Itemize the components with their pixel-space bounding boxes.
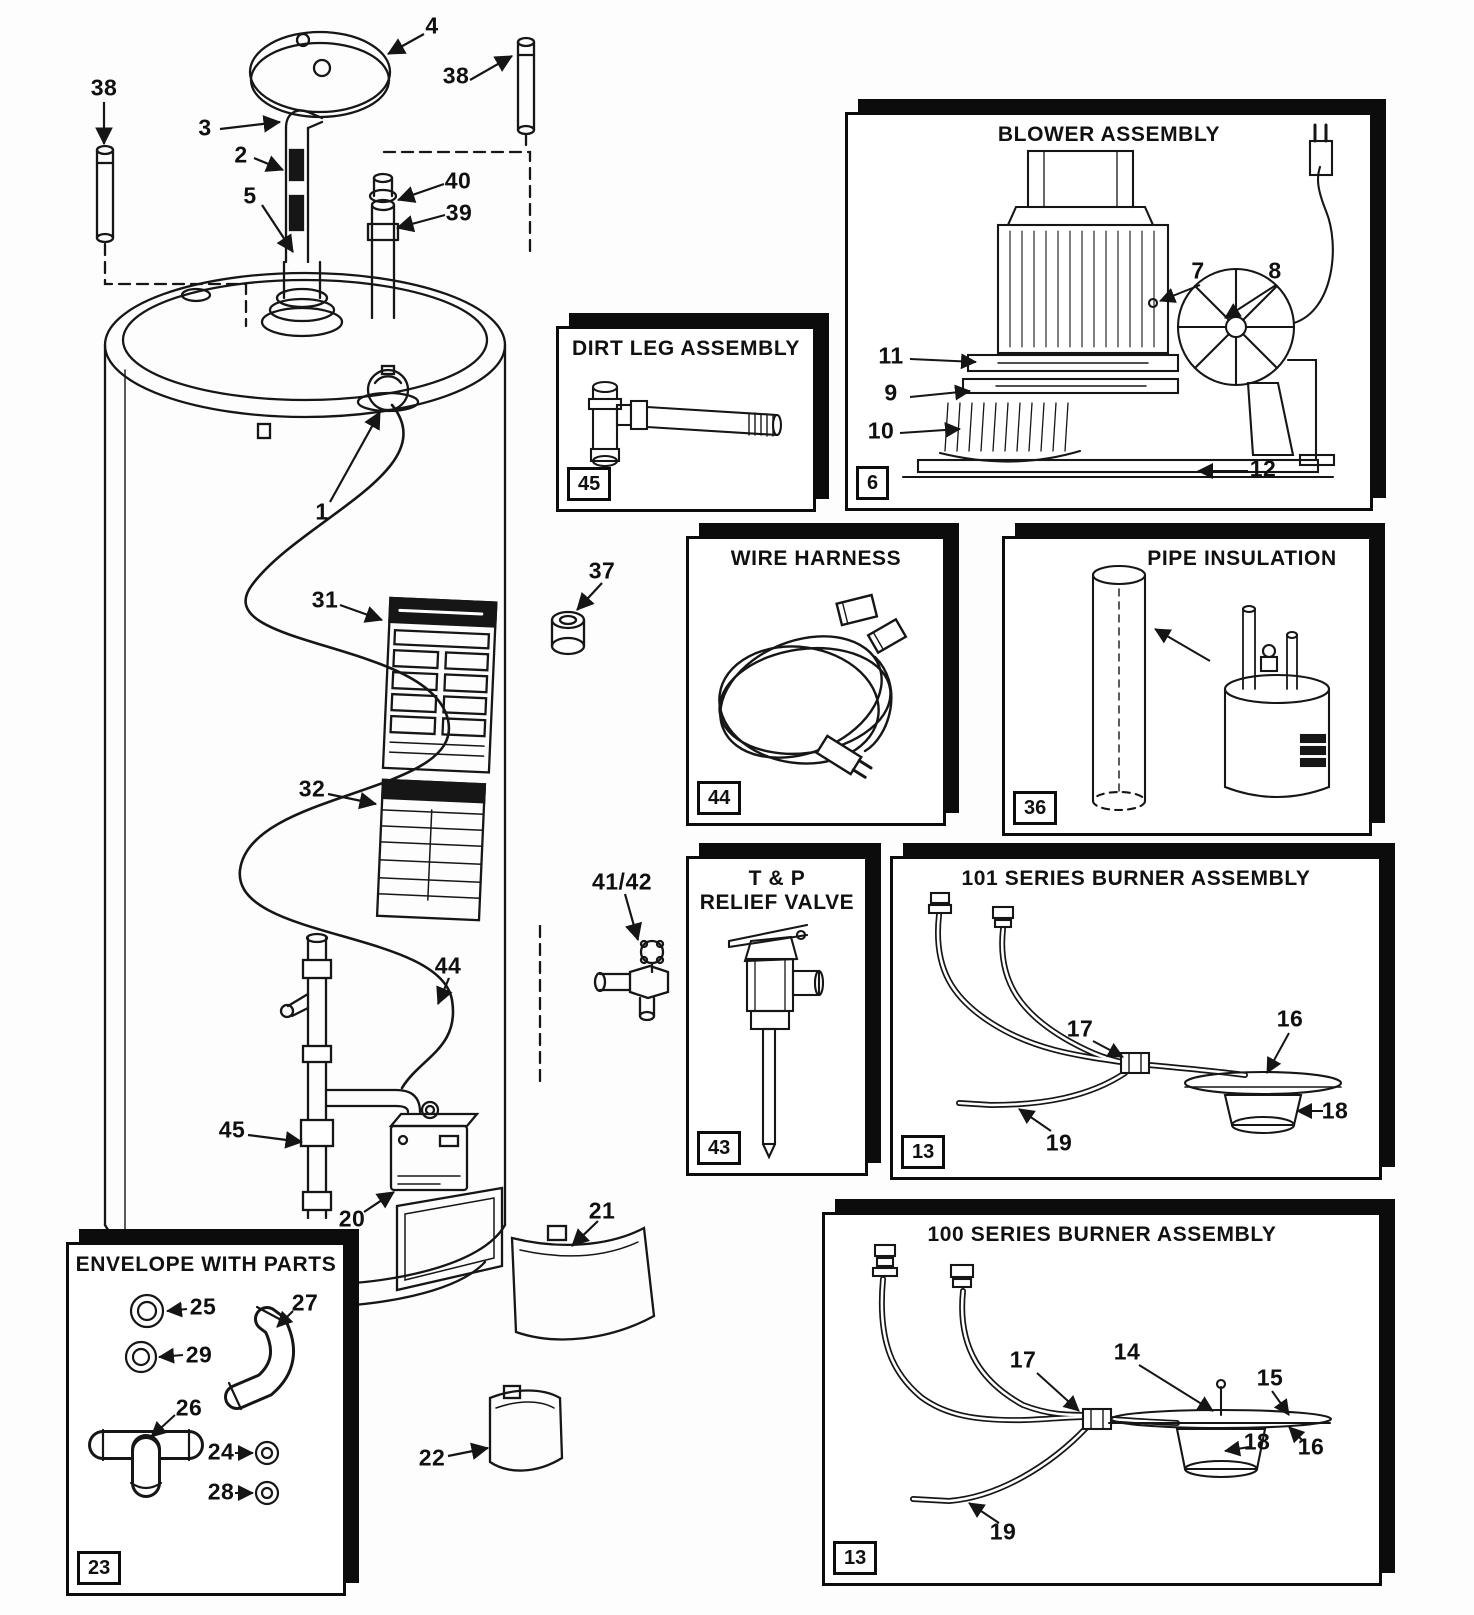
callout-part-19: 19 [1045,1129,1073,1156]
callout-part-9: 9 [884,379,898,406]
callout-part-16: 16 [1276,1005,1304,1032]
inset-title: WIRE HARNESS [730,547,902,570]
callout-part-10: 10 [867,417,895,444]
callout-part-38-right: 38 [442,62,470,89]
box-number-badge: 44 [697,781,742,815]
box-number-badge: 23 [77,1551,122,1585]
callout-part-14: 14 [1113,1338,1141,1365]
callout-part-7: 7 [1191,257,1205,284]
callout-part-28: 28 [207,1478,235,1505]
callout-part-37: 37 [588,557,616,584]
callout-part-39: 39 [445,199,473,226]
callout-part-31: 31 [311,586,339,613]
callout-part-45: 45 [218,1116,246,1143]
callout-part-17: 17 [1066,1015,1094,1042]
dirt-leg-art [587,380,783,468]
inset-tp-relief-valve: T & P RELIEF VALVE 43 [686,856,868,1176]
callout-part-38-left: 38 [90,74,118,101]
callout-part-32: 32 [298,775,326,802]
pipe-insulation-art [1091,564,1331,812]
inset-dirt-leg-assembly: DIRT LEG ASSEMBLY 45 [556,326,816,512]
box-number-badge: 45 [567,467,612,501]
callout-part-41-42: 41/42 [591,868,653,895]
tp-valve-art [727,923,825,1160]
callout-part-26: 26 [175,1394,203,1421]
inset-blower-assembly: BLOWER ASSEMBLY 7 8 11 9 10 12 6 [845,112,1373,511]
burner-101-art [927,891,1343,1135]
inset-title: 101 SERIES BURNER ASSEMBLY [961,867,1311,890]
callout-part-8: 8 [1268,257,1282,284]
inset-title: BLOWER ASSEMBLY [997,123,1221,146]
callout-part-11: 11 [878,342,904,369]
callout-part-16: 16 [1297,1433,1325,1460]
inset-title: ENVELOPE WITH PARTS [75,1253,337,1276]
callout-part-24: 24 [207,1438,235,1465]
callout-part-21: 21 [588,1197,616,1224]
inset-100-series-burner: 100 SERIES BURNER ASSEMBLY 17 14 15 18 1… [822,1212,1382,1586]
callout-part-29: 29 [185,1341,213,1368]
callout-part-5: 5 [243,182,257,209]
callout-part-15: 15 [1256,1364,1284,1391]
inset-wire-harness: WIRE HARNESS 44 [686,536,946,826]
callout-part-22: 22 [418,1444,446,1471]
callout-part-18: 18 [1321,1097,1349,1124]
box-number-badge: 43 [697,1131,742,1165]
callout-part-18: 18 [1243,1428,1271,1455]
inset-title: PIPE INSULATION [1147,547,1337,570]
box-number-badge: 13 [901,1135,946,1169]
inset-101-series-burner: 101 SERIES BURNER ASSEMBLY 17 16 18 19 1… [890,856,1382,1180]
callout-part-1: 1 [315,498,329,525]
callout-part-20: 20 [338,1205,366,1232]
callout-part-25: 25 [189,1293,217,1320]
wire-harness-art [718,593,908,779]
callout-part-44: 44 [434,952,462,979]
inset-pipe-insulation: PIPE INSULATION 36 [1002,536,1372,836]
callout-part-3: 3 [198,114,212,141]
callout-part-40: 40 [444,167,472,194]
callout-part-12: 12 [1249,455,1277,482]
leader-arrows [95,33,642,1460]
inset-title: T & P RELIEF VALVE [699,867,855,915]
callout-part-17: 17 [1009,1346,1037,1373]
inset-title: 100 SERIES BURNER ASSEMBLY [927,1223,1277,1246]
envelope-parts-art [88,1293,295,1506]
callout-part-27: 27 [291,1289,319,1316]
box-number-badge: 36 [1013,791,1058,825]
blower-assembly-art [899,123,1336,479]
inset-title: DIRT LEG ASSEMBLY [571,337,800,360]
inset-envelope-with-parts: ENVELOPE WITH PARTS 25 27 29 26 24 28 23 [66,1242,346,1596]
callout-part-4: 4 [425,12,439,39]
callout-part-19: 19 [989,1518,1017,1545]
box-number-badge: 6 [856,466,890,500]
callout-part-2: 2 [234,141,248,168]
burner-100-art [871,1243,1333,1524]
box-number-badge: 13 [833,1541,878,1575]
